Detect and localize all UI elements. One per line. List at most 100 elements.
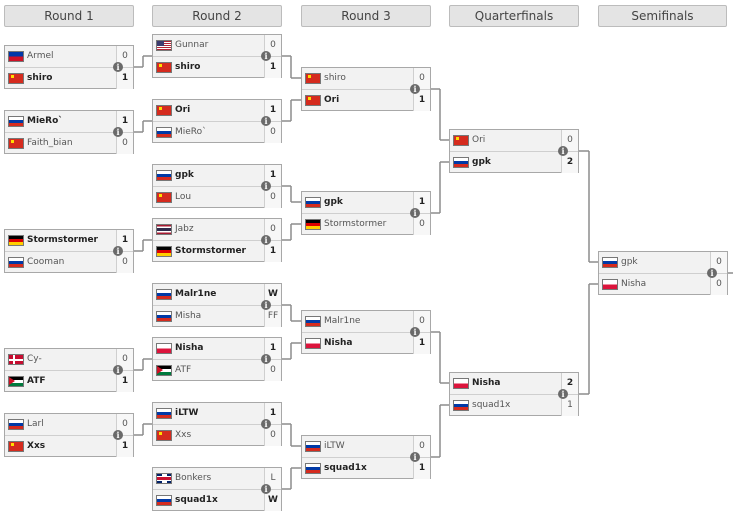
match-info-icon[interactable]: i (261, 300, 271, 310)
match-info-icon[interactable]: i (113, 246, 123, 256)
match-info-icon[interactable]: i (113, 430, 123, 440)
match-info-icon[interactable]: i (113, 365, 123, 375)
player-slot[interactable]: MieRo` 0 (153, 122, 281, 143)
country-flag-icon (8, 235, 24, 246)
match-info-icon[interactable]: i (113, 62, 123, 72)
match-info-icon[interactable]: i (558, 389, 568, 399)
match-info-icon[interactable]: i (261, 354, 271, 364)
player-name: MieRo` (175, 127, 207, 137)
match-info-icon[interactable]: i (410, 208, 420, 218)
country-flag-icon (156, 105, 172, 116)
match-info-icon[interactable]: i (261, 419, 271, 429)
country-flag-icon (156, 408, 172, 419)
match-info-icon[interactable]: i (261, 116, 271, 126)
match-info-icon[interactable]: i (261, 484, 271, 494)
match-info-icon[interactable]: i (261, 181, 271, 191)
player-slot[interactable]: Cy-0 (5, 349, 133, 371)
player-score: 0 (264, 360, 281, 381)
match-info-icon[interactable]: i (410, 84, 420, 94)
match-info-icon[interactable]: i (558, 146, 568, 156)
country-flag-icon (305, 73, 321, 84)
match-info-icon[interactable]: i (410, 327, 420, 337)
country-flag-icon (305, 219, 321, 230)
round-header-quarterfinals: Quarterfinals (449, 5, 579, 27)
player-score: 0 (264, 122, 281, 143)
match-info-icon[interactable]: i (410, 452, 420, 462)
match-info-icon[interactable]: i (707, 268, 717, 278)
player-score: 0 (116, 133, 133, 154)
player-score: W (264, 490, 281, 511)
player-score: L (264, 468, 281, 489)
match-info-icon[interactable]: i (261, 51, 271, 61)
player-name: Cy- (27, 354, 42, 364)
match-info-icon[interactable]: i (113, 127, 123, 137)
country-flag-icon (8, 116, 24, 127)
player-name: shiro (27, 73, 53, 83)
player-slot[interactable]: MieRo`1 (5, 111, 133, 133)
player-name: shiro (324, 73, 346, 83)
match-info-icon[interactable]: i (261, 235, 271, 245)
player-score: 1 (116, 111, 133, 132)
country-flag-icon (305, 95, 321, 106)
player-name: Ori (175, 105, 191, 115)
country-flag-icon (602, 279, 618, 290)
